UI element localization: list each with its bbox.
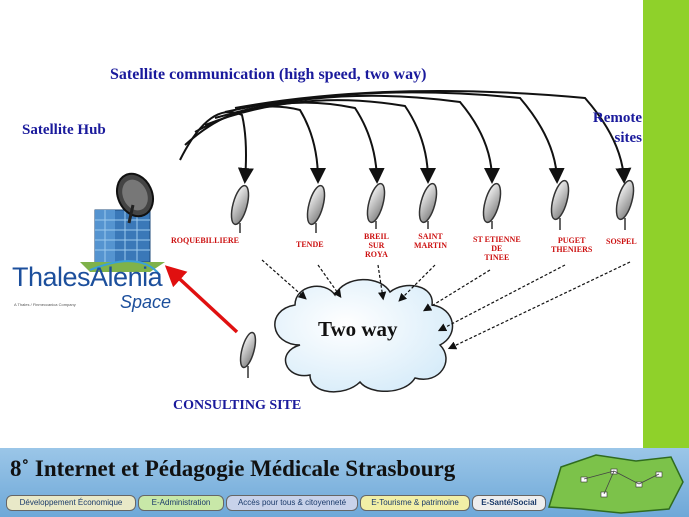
footer-title: 8˚ Internet et Pédagogie Médicale Strasb… xyxy=(10,456,456,481)
dish-roquebilliere xyxy=(230,184,250,233)
two-way-cloud xyxy=(274,278,454,393)
site-label-sospel: SOSPEL xyxy=(606,237,637,246)
arc-sospel xyxy=(234,89,632,184)
dish-tende xyxy=(306,184,326,233)
red-arrow xyxy=(164,265,239,334)
site-label-st-etienne: ST ETIENNE DE TINEE xyxy=(473,235,521,262)
thales-alenia-logo: ThalesAlenia Space A Thales / Finmeccani… xyxy=(12,262,171,312)
tab-e-administration[interactable]: E-Administration xyxy=(138,495,224,511)
arc-breil xyxy=(194,101,385,184)
logo-swoosh xyxy=(89,260,161,276)
dish-saint-martin xyxy=(418,182,438,229)
dish-puget xyxy=(550,179,570,230)
dish-sospel xyxy=(615,179,635,230)
site-label-roquebilliere: ROQUEBILLIERE xyxy=(171,236,240,245)
satellite-arcs xyxy=(179,89,632,184)
tab-acces-pour-tous[interactable]: Accès pour tous & citoyenneté xyxy=(226,495,358,511)
cloud-label: Two way xyxy=(318,317,398,341)
arc-st-etienne xyxy=(214,94,500,184)
logo-sub: Space xyxy=(120,292,172,312)
site-label-puget: PUGET THENIERS xyxy=(551,236,593,254)
dish-st-etienne xyxy=(482,182,502,229)
satellite-hub-label: Satellite Hub xyxy=(22,122,106,138)
arc-saint-martin xyxy=(204,99,436,184)
tab-developpement-economique[interactable]: Développement Économique xyxy=(6,495,136,511)
green-side-bar xyxy=(643,0,689,448)
site-dishes xyxy=(230,179,635,233)
dashed-arrows xyxy=(261,259,631,350)
site-label-breil: BREIL SUR ROYA xyxy=(364,232,389,259)
tab-e-sante-social[interactable]: E-Santé/Social xyxy=(472,495,546,511)
diagram-title: Satellite communication (high speed, two… xyxy=(110,66,427,83)
arc-tende xyxy=(184,105,326,184)
logo-name: ThalesAlenia xyxy=(12,262,163,292)
region-map-icon xyxy=(548,454,684,514)
dish-breil xyxy=(366,182,386,229)
hub-dish xyxy=(116,172,154,224)
consulting-site-label: CONSULTING SITE xyxy=(173,398,302,413)
consulting-dish xyxy=(239,331,257,378)
remote-sites-label: Remote sites xyxy=(592,110,642,146)
site-label-tende: TENDE xyxy=(296,240,324,249)
tab-e-tourisme[interactable]: E-Tourisme & patrimoine xyxy=(360,495,470,511)
hub-building xyxy=(80,209,165,272)
logo-tagline: A Thales / Finmeccanica Company xyxy=(14,302,76,307)
arc-roquebilliere xyxy=(179,111,254,184)
site-label-saint-martin: SAINT MARTIN xyxy=(414,232,448,250)
